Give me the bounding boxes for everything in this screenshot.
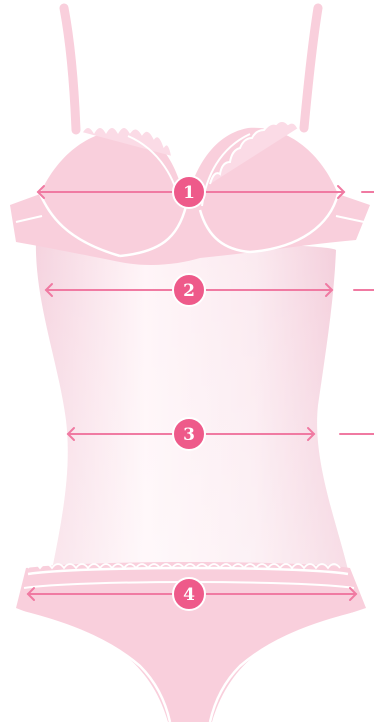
badge-2: 2 xyxy=(173,274,205,306)
badge-3-number: 3 xyxy=(183,425,195,445)
right-bra-strap xyxy=(304,8,318,128)
left-bra-strap xyxy=(64,8,76,130)
badge-2-number: 2 xyxy=(183,281,195,301)
badge-1-number: 1 xyxy=(183,183,195,203)
badge-4: 4 xyxy=(173,578,205,610)
badge-4-number: 4 xyxy=(183,585,195,605)
badge-3: 3 xyxy=(173,418,205,450)
badge-1: 1 xyxy=(173,176,205,208)
